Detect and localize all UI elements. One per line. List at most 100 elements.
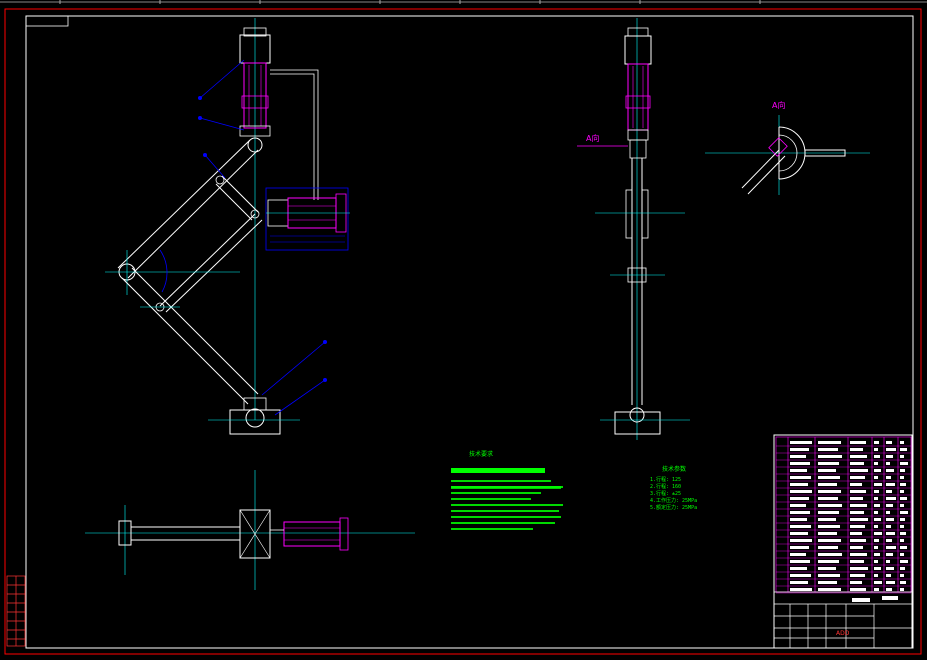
parts-cell-text xyxy=(790,532,808,535)
parts-cell-text xyxy=(790,462,810,465)
side-view xyxy=(577,18,690,440)
parts-cell-text xyxy=(886,518,894,521)
parts-cell-text xyxy=(790,476,811,479)
parts-cell-text xyxy=(818,574,840,577)
parts-cell-text xyxy=(818,511,839,514)
parts-cell-text xyxy=(850,490,866,493)
parts-cell-text xyxy=(818,518,836,521)
parts-cell-text xyxy=(886,588,892,591)
parts-cell-text xyxy=(886,546,896,549)
parts-cell-text xyxy=(874,490,879,493)
parts-cell-text xyxy=(790,525,811,528)
notes-highlight-bar xyxy=(451,468,545,473)
parts-cell-text xyxy=(886,581,895,584)
parts-cell-text xyxy=(790,518,807,521)
parts-cell-text xyxy=(900,483,906,486)
parts-cell-text xyxy=(874,546,878,549)
drawing-number: ADD xyxy=(836,630,850,637)
parts-cell-text xyxy=(818,441,841,444)
parts-cell-text xyxy=(790,546,809,549)
parts-cell-text xyxy=(886,504,893,507)
parts-cell-text xyxy=(900,455,904,458)
parts-cell-text xyxy=(886,476,891,479)
parts-cell-text xyxy=(818,546,838,549)
parts-cell-text xyxy=(818,476,840,479)
parts-cell-text xyxy=(790,539,812,542)
corner-label-box xyxy=(25,15,69,27)
notes-title: 技术要求 xyxy=(469,451,494,458)
parts-cell-text xyxy=(850,560,864,563)
parts-cell-text xyxy=(874,441,879,444)
parts-cell-text xyxy=(818,448,838,451)
front-view-arm xyxy=(105,18,350,435)
leader-lines xyxy=(199,59,326,416)
parts-cell-text xyxy=(886,511,890,514)
parts-cell-text xyxy=(874,448,878,451)
parts-cell-text xyxy=(900,504,904,507)
parts-cell-text xyxy=(790,483,808,486)
a-view-label-top: A向 xyxy=(772,101,786,110)
parts-cell-text xyxy=(886,497,896,500)
parts-cell-text xyxy=(850,448,863,451)
parts-cell-text xyxy=(850,462,864,465)
parts-cell-text xyxy=(818,462,839,465)
parts-cell-text xyxy=(900,448,907,451)
parts-cell-text xyxy=(886,462,890,465)
parts-cell-text xyxy=(874,560,878,563)
parts-cell-text xyxy=(818,469,836,472)
parts-cell-text xyxy=(790,497,809,500)
parts-cell-text xyxy=(900,539,904,542)
upper-joint xyxy=(247,137,263,153)
parts-cell-text xyxy=(790,567,807,570)
parts-cell-text xyxy=(900,462,908,465)
parts-cell-text xyxy=(874,567,881,570)
parts-cell-text xyxy=(818,560,839,563)
parts-cell-text xyxy=(850,441,866,444)
parts-cell-text xyxy=(900,490,904,493)
parts-cell-text xyxy=(850,581,862,584)
parts-cell-text xyxy=(790,469,807,472)
parts-cell-text xyxy=(790,511,810,514)
parts-cell-text xyxy=(850,504,867,507)
parts-cell-text xyxy=(818,483,837,486)
parts-cell-text xyxy=(850,567,868,570)
params-list: 1.行程: 125 2.行程: 160 3.行程: ±25 4.工作压力: 25… xyxy=(650,477,697,512)
parts-cell-text xyxy=(900,553,904,556)
parts-cell-text xyxy=(818,553,842,556)
parts-cell-text xyxy=(790,574,811,577)
parts-cell-text xyxy=(850,546,863,549)
parts-cell-text xyxy=(850,483,862,486)
parts-cell-text xyxy=(850,511,864,514)
parts-cell-text xyxy=(818,581,837,584)
param-line: 4.工作压力: 25MPa xyxy=(650,498,698,504)
parts-cell-text xyxy=(886,483,895,486)
param-line: 2.行程: 160 xyxy=(650,484,682,490)
parts-cell-text xyxy=(850,455,867,458)
parts-cell-text xyxy=(850,539,866,542)
parts-cell-text xyxy=(900,560,908,563)
parts-cell-text xyxy=(886,448,896,451)
parts-cell-text xyxy=(886,553,893,556)
parts-cell-text xyxy=(886,469,894,472)
parts-cell-text xyxy=(886,532,895,535)
parts-cell-text xyxy=(850,532,862,535)
parts-cell-text xyxy=(818,567,836,570)
param-line: 5.额定压力: 25MPa xyxy=(650,505,698,511)
base-joint xyxy=(245,408,265,428)
param-line: 3.行程: ±25 xyxy=(650,491,682,497)
parts-cell-text xyxy=(900,511,908,514)
parts-cell-text xyxy=(900,476,904,479)
parts-cell-text xyxy=(818,539,841,542)
parts-cell-text xyxy=(886,567,894,570)
parts-cell-text xyxy=(900,574,904,577)
parts-cell-text xyxy=(900,581,906,584)
parts-cell-text xyxy=(874,455,880,458)
parts-cell-text xyxy=(850,553,867,556)
notes-body xyxy=(451,477,567,551)
title-block xyxy=(773,434,913,649)
parts-cell-text xyxy=(874,574,878,577)
parts-cell-text xyxy=(900,441,904,444)
parts-cell-text xyxy=(790,490,812,493)
parts-cell-text xyxy=(874,588,879,591)
parts-cell-text xyxy=(874,483,882,486)
